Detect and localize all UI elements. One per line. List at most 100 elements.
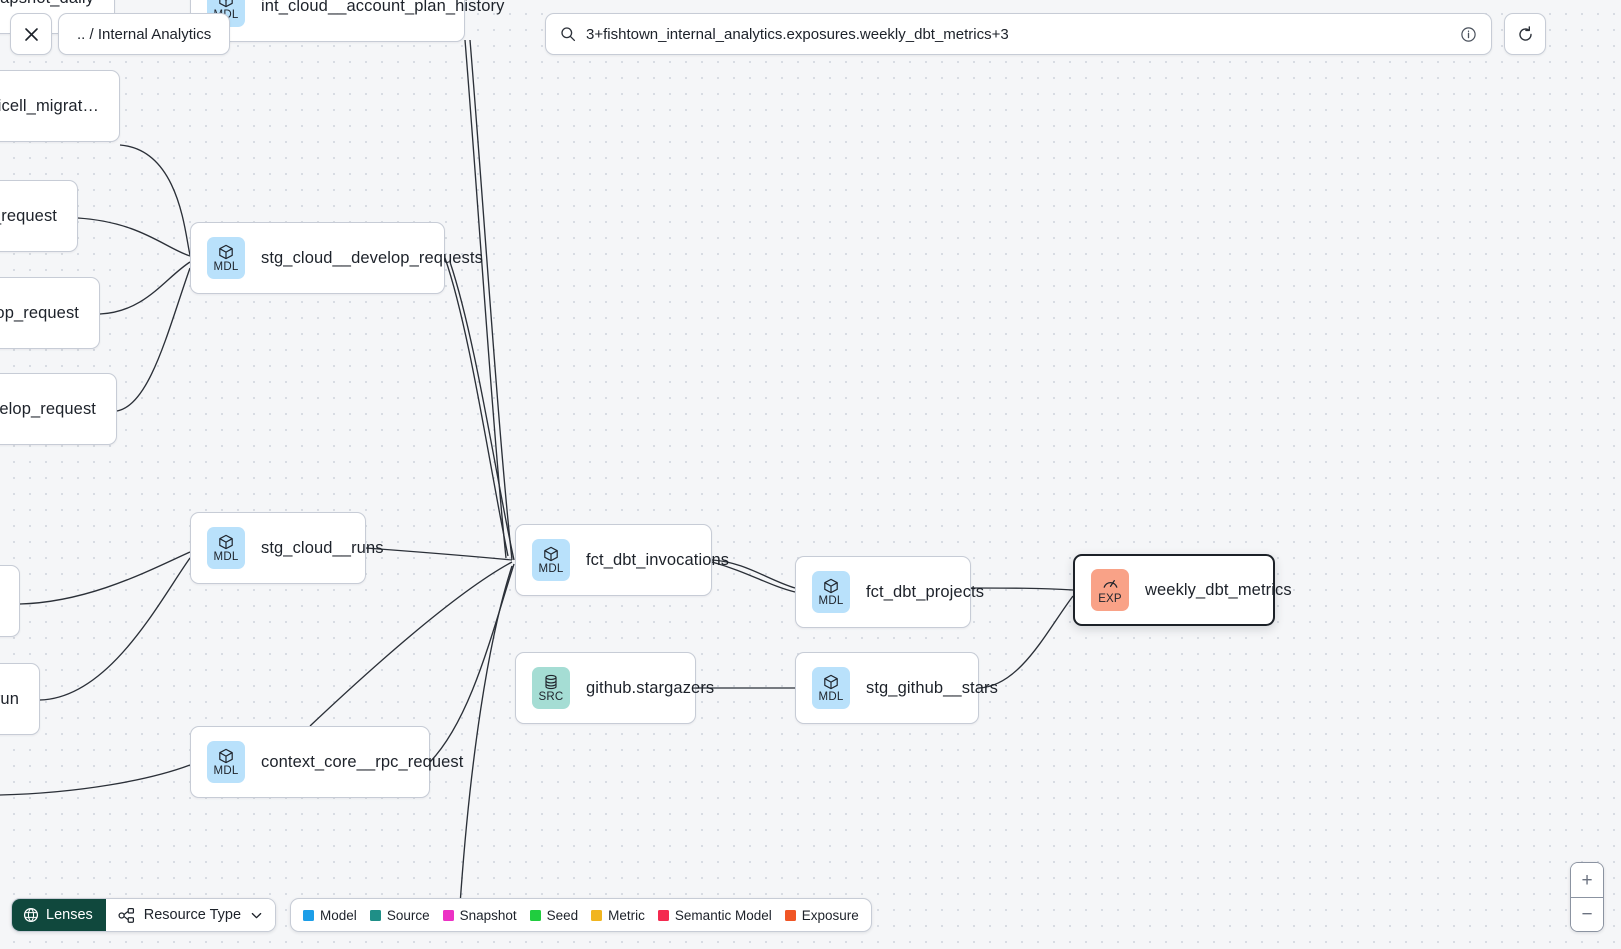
node-label: int_cloud__account_plan_history: [261, 0, 505, 15]
node-label: op_request: [0, 206, 57, 225]
legend-item-source[interactable]: Source: [369, 908, 430, 923]
node-type-badge-mdl: MDL: [812, 667, 850, 709]
lenses-label: Lenses: [46, 907, 93, 923]
lineage-edge: [449, 261, 515, 561]
top-left-controls: .. / Internal Analytics: [10, 13, 231, 55]
lineage-edge: [444, 257, 509, 557]
node-label: stg_cloud__runs: [261, 538, 384, 557]
node-label: snapshot_daily: [0, 0, 94, 8]
breadcrumb-label: .. / Internal Analytics: [77, 25, 212, 43]
lineage-edge: [459, 565, 513, 906]
cube-icon: [824, 578, 838, 593]
lineage-node-velop_request[interactable]: velop_request: [0, 277, 100, 349]
node-label: stg_cloud__develop_requests: [261, 248, 483, 267]
minus-icon: −: [1581, 904, 1593, 925]
lenses-button[interactable]: Lenses: [12, 899, 106, 931]
lineage-node-stg_cloud__develop_requests[interactable]: MDL stg_cloud__develop_requests: [190, 222, 483, 294]
lineage-edge: [309, 561, 513, 727]
cube-icon: [219, 534, 233, 549]
refresh-button[interactable]: [1504, 13, 1546, 55]
lineage-node-left_n[interactable]: n: [0, 565, 20, 637]
lineage-node-fct_dbt_projects[interactable]: MDL fct_dbt_projects: [795, 556, 984, 628]
search-input[interactable]: [586, 25, 1460, 43]
database-icon: [545, 674, 557, 689]
cube-icon: [824, 674, 838, 689]
legend-item-metric[interactable]: Metric: [591, 908, 645, 923]
search-icon: [561, 27, 576, 42]
legend-swatch: [303, 909, 315, 921]
resource-type-legend: Model Source Snapshot Seed Metric Semantic Mo…: [290, 898, 872, 932]
cube-icon: [544, 546, 558, 561]
info-icon[interactable]: [1460, 26, 1477, 43]
lineage-edge: [464, 39, 507, 559]
lineage-node-develop_request[interactable]: _develop_request: [0, 373, 117, 445]
bottom-toolbar: Lenses Resource Type Model Source Snapshot…: [11, 898, 872, 932]
node-type-badge-mdl: MDL: [812, 571, 850, 613]
lineage-node-multicell_migrat[interactable]: multicell_migrat…: [0, 70, 120, 142]
lineage-node-left_run[interactable]: _run: [0, 663, 40, 735]
node-type-badge-exp: EXP: [1091, 569, 1129, 611]
legend-swatch: [591, 909, 603, 921]
node-type-badge-label: MDL: [213, 260, 239, 273]
legend-swatch: [657, 909, 669, 921]
resource-type-dropdown[interactable]: Resource Type: [105, 899, 276, 931]
node-label: _develop_request: [0, 399, 96, 418]
cube-icon: [219, 0, 233, 7]
lineage-edge: [119, 144, 191, 256]
lineage-edge: [77, 217, 191, 257]
lineage-node-stg_github__stars[interactable]: MDL stg_github__stars: [795, 652, 998, 724]
node-type-badge-label: EXP: [1098, 593, 1122, 605]
lineage-node-op_request[interactable]: op_request: [0, 180, 78, 252]
node-label: github.stargazers: [586, 678, 715, 697]
lineage-node-context_core__rpc_request[interactable]: MDL context_core__rpc_request: [190, 726, 463, 798]
lineage-edge: [365, 547, 513, 561]
zoom-out-button[interactable]: −: [1571, 897, 1603, 931]
resource-type-label: Resource Type: [143, 907, 242, 923]
legend-item-exposure[interactable]: Exposure: [784, 907, 859, 923]
node-type-badge-src: SRC: [532, 667, 570, 709]
legend-label: Seed: [546, 907, 579, 923]
node-type-badge-label: MDL: [213, 764, 239, 777]
search-box[interactable]: [545, 13, 1492, 55]
legend-item-snapshot[interactable]: Snapshot: [442, 908, 517, 923]
node-label: multicell_migrat…: [0, 96, 99, 115]
node-label: _run: [0, 689, 19, 708]
plus-icon: +: [1581, 869, 1593, 891]
legend-swatch: [369, 909, 381, 921]
node-graph-icon: [118, 907, 134, 923]
cube-icon: [219, 748, 233, 763]
legend-label: Semantic Model: [674, 907, 772, 923]
node-type-badge-label: MDL: [538, 562, 564, 575]
zoom-in-button[interactable]: +: [1571, 863, 1603, 897]
lineage-edge: [0, 764, 191, 796]
refresh-icon: [1518, 25, 1532, 41]
legend-label: Exposure: [801, 907, 859, 923]
legend-item-semantic-model[interactable]: Semantic Model: [657, 907, 772, 923]
node-label: context_core__rpc_request: [261, 752, 464, 771]
lineage-edge: [970, 587, 1074, 591]
legend-swatch: [529, 909, 541, 921]
node-type-badge-mdl: MDL: [532, 539, 570, 581]
chevron-down-icon: [251, 912, 262, 918]
node-type-badge-label: MDL: [818, 690, 844, 703]
node-type-badge-label: MDL: [818, 594, 844, 607]
lineage-node-int_cloud__account_plan_history[interactable]: MDLint_cloud__account_plan_history: [190, 0, 504, 42]
lineage-edge: [429, 563, 515, 763]
legend-item-seed[interactable]: Seed: [529, 907, 579, 923]
lineage-edge: [978, 595, 1074, 689]
node-label: fct_dbt_projects: [866, 582, 985, 601]
breadcrumb[interactable]: .. / Internal Analytics: [58, 13, 231, 55]
node-label: stg_github__stars: [866, 678, 998, 697]
search-bar-container: [545, 13, 1546, 55]
legend-label: Metric: [608, 907, 645, 923]
lineage-node-github.stargazers[interactable]: SRC github.stargazers: [515, 652, 714, 724]
node-label: weekly_dbt_metrics: [1145, 580, 1292, 599]
legend-item-model[interactable]: Model: [303, 908, 357, 923]
lenses-group: Lenses Resource Type: [11, 898, 277, 932]
close-button[interactable]: [10, 13, 52, 55]
lineage-node-weekly_dbt_metrics[interactable]: EXP weekly_dbt_metrics: [1073, 554, 1292, 626]
